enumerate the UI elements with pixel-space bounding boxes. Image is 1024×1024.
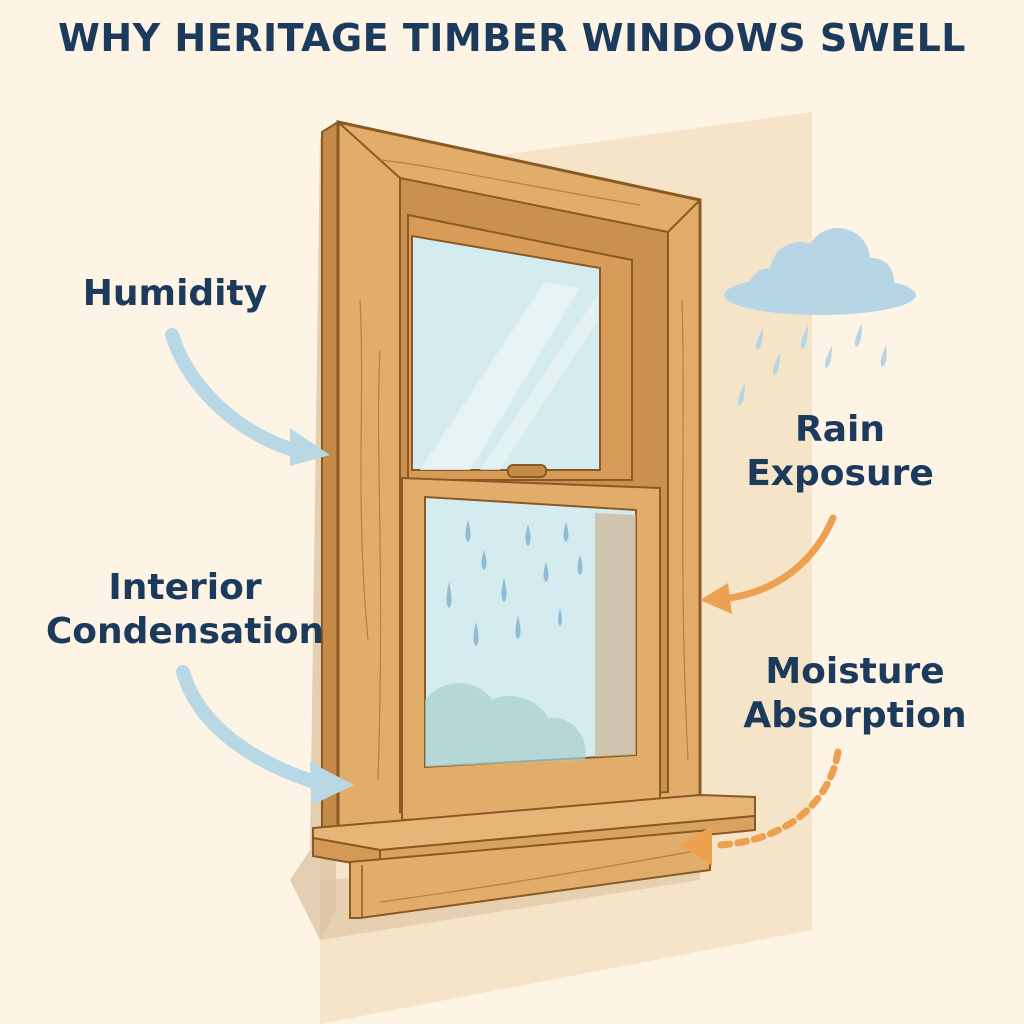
label-interior-condensation: Interior Condensation [30,566,340,654]
sash-lock [507,464,547,478]
label-moisture-absorption: Moisture Absorption [720,650,990,738]
apron [349,828,711,919]
label-humidity: Humidity [60,272,290,316]
raindrops-on-glass [446,520,583,646]
label-moisture-line2: Absorption [743,695,967,736]
label-condensation-line1: Interior [108,567,262,608]
label-rain-exposure: Rain Exposure [730,408,950,496]
page-title: WHY HERITAGE TIMBER WINDOWS SWELL [57,16,967,60]
label-moisture-line1: Moisture [765,651,945,692]
moisture-absorption-arrow-icon [680,748,842,866]
condensation-arrow-icon [176,665,354,805]
label-rain-line1: Rain [795,409,885,450]
frame-left-side [321,120,339,838]
rain-cloud-icon [724,228,916,315]
rain-exposure-arrow-icon [700,514,837,614]
label-humidity-text: Humidity [82,273,268,314]
label-rain-line2: Exposure [746,453,934,494]
raindrops [737,323,887,406]
label-condensation-line2: Condensation [45,611,325,652]
humidity-arrow-icon [165,328,330,466]
